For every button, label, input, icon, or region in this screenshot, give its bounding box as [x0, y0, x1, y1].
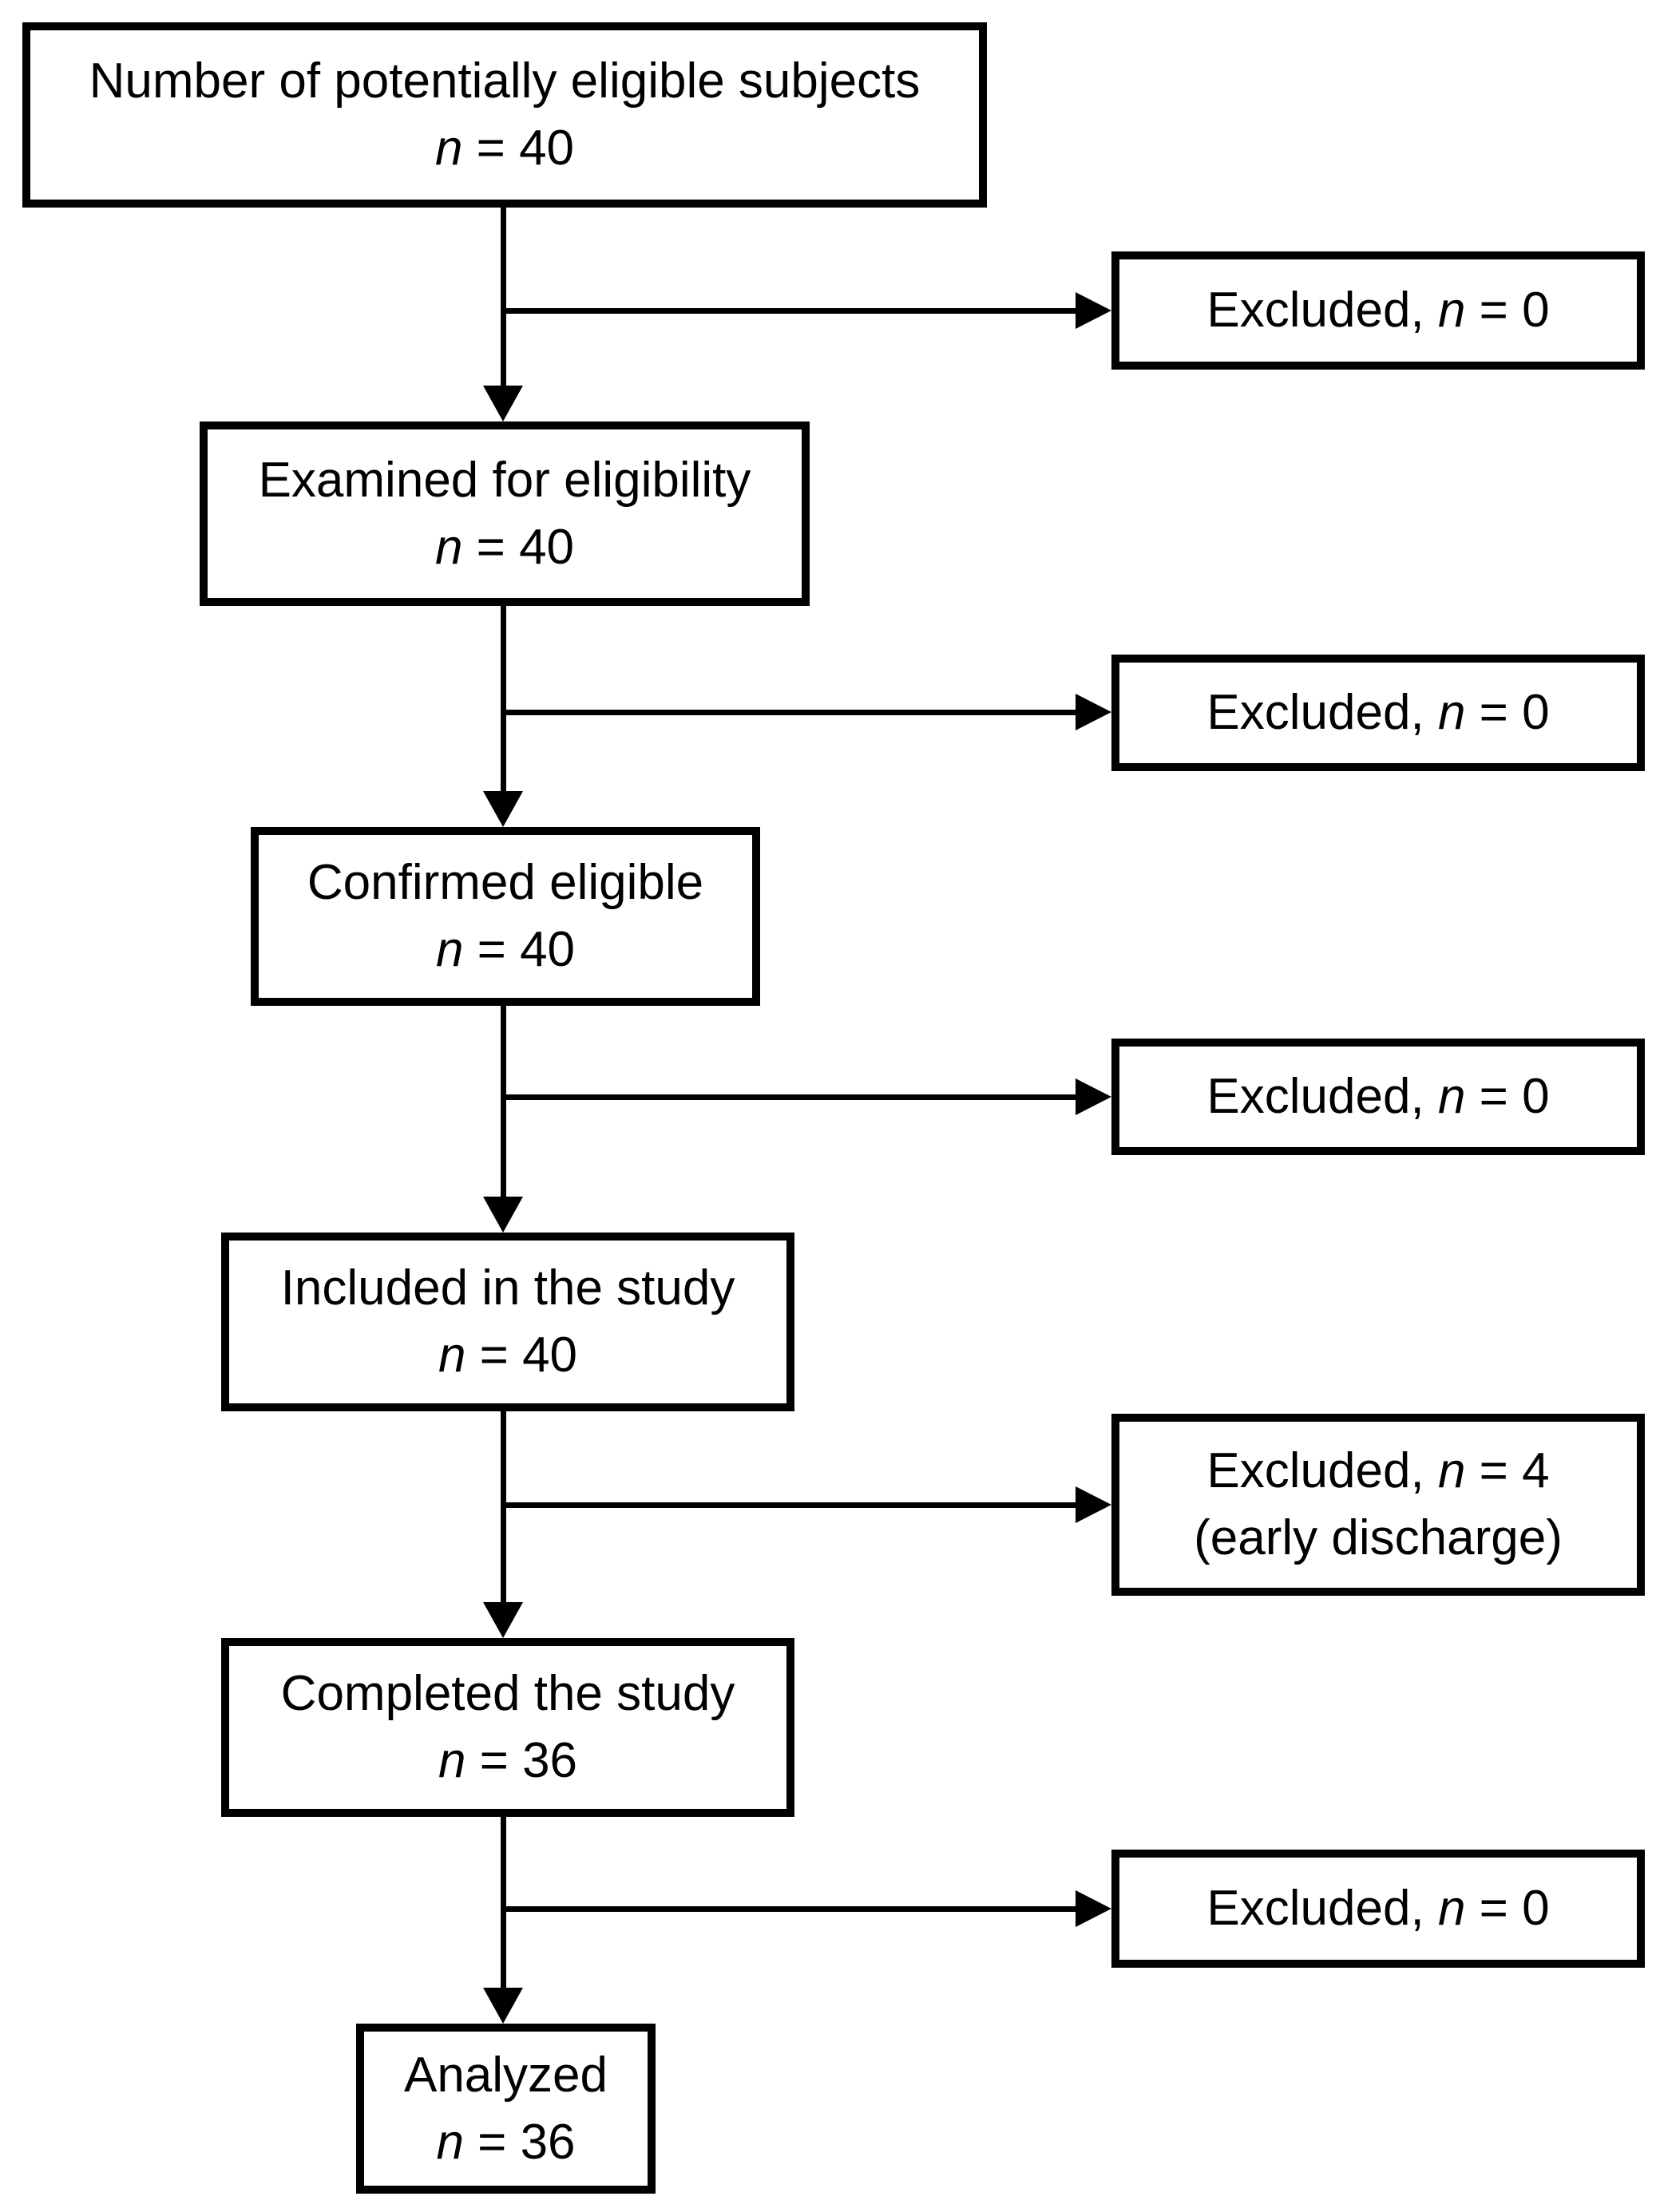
box-count: n = 40 [435, 115, 574, 182]
exclusion-box-2: Excluded, n = 0 [1111, 655, 1645, 771]
flow-box-included: Included in the study n = 40 [221, 1233, 794, 1411]
exclusion-label: Excluded, [1206, 1881, 1438, 1936]
exclusion-label: Excluded, [1206, 1069, 1438, 1124]
box-count: n = 36 [436, 2109, 575, 2176]
box-title: Examined for eligibility [258, 452, 751, 508]
flow-box-eligible-subjects: Number of potentially eligible subjects … [22, 22, 987, 208]
n-value: = 36 [463, 2114, 576, 2170]
n-value: = 4 [1465, 1443, 1550, 1498]
box-count: Excluded, n = 0 [1206, 1063, 1549, 1130]
flow-box-analyzed: Analyzed n = 36 [356, 2024, 656, 2194]
box-title: Completed the study [280, 1666, 735, 1721]
n-symbol: n [1437, 1069, 1466, 1124]
n-value: = 0 [1465, 1069, 1550, 1124]
connector-down-5 [501, 1814, 506, 1992]
exclusion-box-4: Excluded, n = 4 (early discharge) [1111, 1414, 1645, 1596]
box-count: Excluded, n = 0 [1206, 1875, 1549, 1942]
exclusion-box-5: Excluded, n = 0 [1111, 1850, 1645, 1968]
n-symbol: n [435, 922, 464, 977]
box-count: n = 40 [435, 514, 574, 581]
n-value: = 40 [462, 121, 575, 176]
box-count: n = 40 [436, 916, 575, 983]
right-arrowhead-1 [1076, 292, 1111, 329]
box-title: Number of potentially eligible subjects [89, 53, 921, 109]
n-symbol: n [1437, 1881, 1466, 1936]
n-value: = 40 [462, 519, 575, 575]
box-title: Analyzed [403, 2047, 608, 2103]
n-symbol: n [438, 1328, 466, 1383]
branch-line-5 [501, 1906, 1080, 1912]
n-value: = 0 [1465, 1881, 1550, 1936]
exclusion-note: (early discharge) [1194, 1510, 1563, 1565]
branch-line-3 [501, 1094, 1080, 1100]
box-count: Excluded, n = 0 [1206, 679, 1549, 746]
connector-down-2 [501, 603, 506, 795]
box-title: Confirmed eligible [307, 855, 704, 910]
n-value: = 0 [1465, 685, 1550, 740]
branch-line-1 [501, 308, 1080, 314]
down-arrowhead-1 [483, 386, 523, 421]
n-value: = 36 [466, 1733, 578, 1788]
flow-box-examined: Examined for eligibility n = 40 [200, 421, 810, 606]
connector-down-1 [501, 204, 506, 390]
exclusion-box-3: Excluded, n = 0 [1111, 1039, 1645, 1155]
n-symbol: n [434, 121, 463, 176]
down-arrowhead-4 [483, 1602, 523, 1638]
branch-line-4 [501, 1502, 1080, 1508]
n-value: = 40 [463, 922, 576, 977]
box-count: Excluded, n = 4 [1206, 1438, 1549, 1505]
down-arrowhead-5 [483, 1988, 523, 2024]
right-arrowhead-5 [1076, 1890, 1111, 1927]
n-symbol: n [434, 519, 463, 575]
exclusion-label: Excluded, [1206, 685, 1438, 740]
box-count: n = 36 [438, 1727, 577, 1795]
exclusion-label: Excluded, [1206, 283, 1438, 338]
down-arrowhead-3 [483, 1197, 523, 1233]
n-symbol: n [1437, 283, 1466, 338]
n-value: = 0 [1465, 283, 1550, 338]
box-title: Included in the study [280, 1260, 735, 1316]
flow-box-confirmed: Confirmed eligible n = 40 [251, 827, 760, 1006]
n-symbol: n [436, 2114, 464, 2170]
n-symbol: n [438, 1733, 466, 1788]
box-count: Excluded, n = 0 [1206, 277, 1549, 344]
exclusion-label: Excluded, [1206, 1443, 1438, 1498]
right-arrowhead-4 [1076, 1486, 1111, 1523]
n-value: = 40 [466, 1328, 578, 1383]
right-arrowhead-2 [1076, 694, 1111, 730]
n-symbol: n [1437, 685, 1466, 740]
n-symbol: n [1437, 1443, 1466, 1498]
connector-down-3 [501, 1003, 506, 1198]
right-arrowhead-3 [1076, 1078, 1111, 1115]
branch-line-2 [501, 710, 1080, 715]
down-arrowhead-2 [483, 791, 523, 827]
exclusion-box-1: Excluded, n = 0 [1111, 251, 1645, 370]
flow-box-completed: Completed the study n = 36 [221, 1638, 794, 1817]
box-count: n = 40 [438, 1322, 577, 1389]
